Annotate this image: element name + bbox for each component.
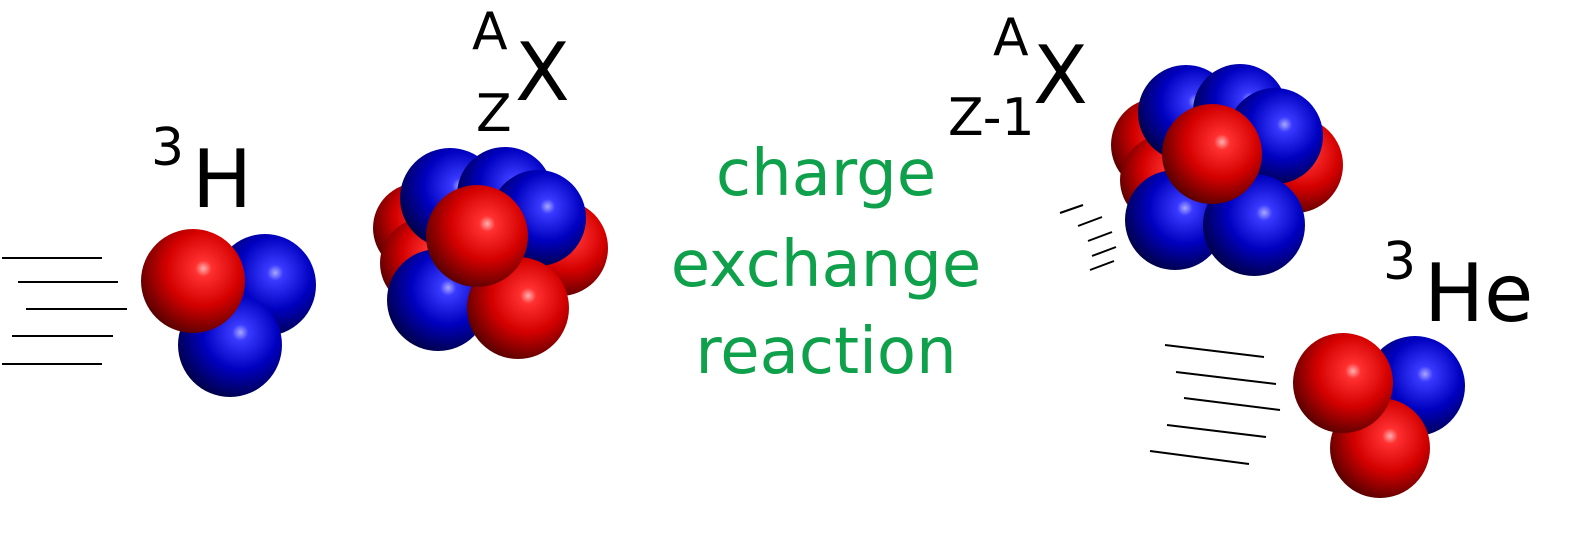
helium3-mass-number: 3 [1383,232,1417,292]
product-symbol: X [1033,29,1088,122]
motion-lines-product [1059,204,1117,271]
reaction-label-line2: exchange [670,228,982,302]
proton [1293,333,1393,433]
target-symbol: X [515,26,570,119]
helium3-symbol: He [1424,247,1534,340]
target-charge-number: Z [476,84,512,144]
helium3-nucleus [1293,333,1465,498]
target-nucleus [373,147,608,359]
tritium-symbol: H [192,133,253,226]
tritium-mass-number: 3 [151,118,185,178]
proton [426,185,528,287]
product-nucleus [1111,64,1343,276]
product-mass-number: A [993,8,1029,68]
proton [1162,104,1262,204]
motion-lines-tritium [2,257,127,365]
proton [141,229,245,333]
product-charge-number: Z-1 [948,88,1035,148]
reaction-label-line3: reaction [695,315,957,389]
motion-lines-helium3 [1149,344,1281,465]
reaction-label-line1: charge [715,137,937,211]
target-mass-number: A [472,2,508,62]
tritium-nucleus [141,229,316,397]
